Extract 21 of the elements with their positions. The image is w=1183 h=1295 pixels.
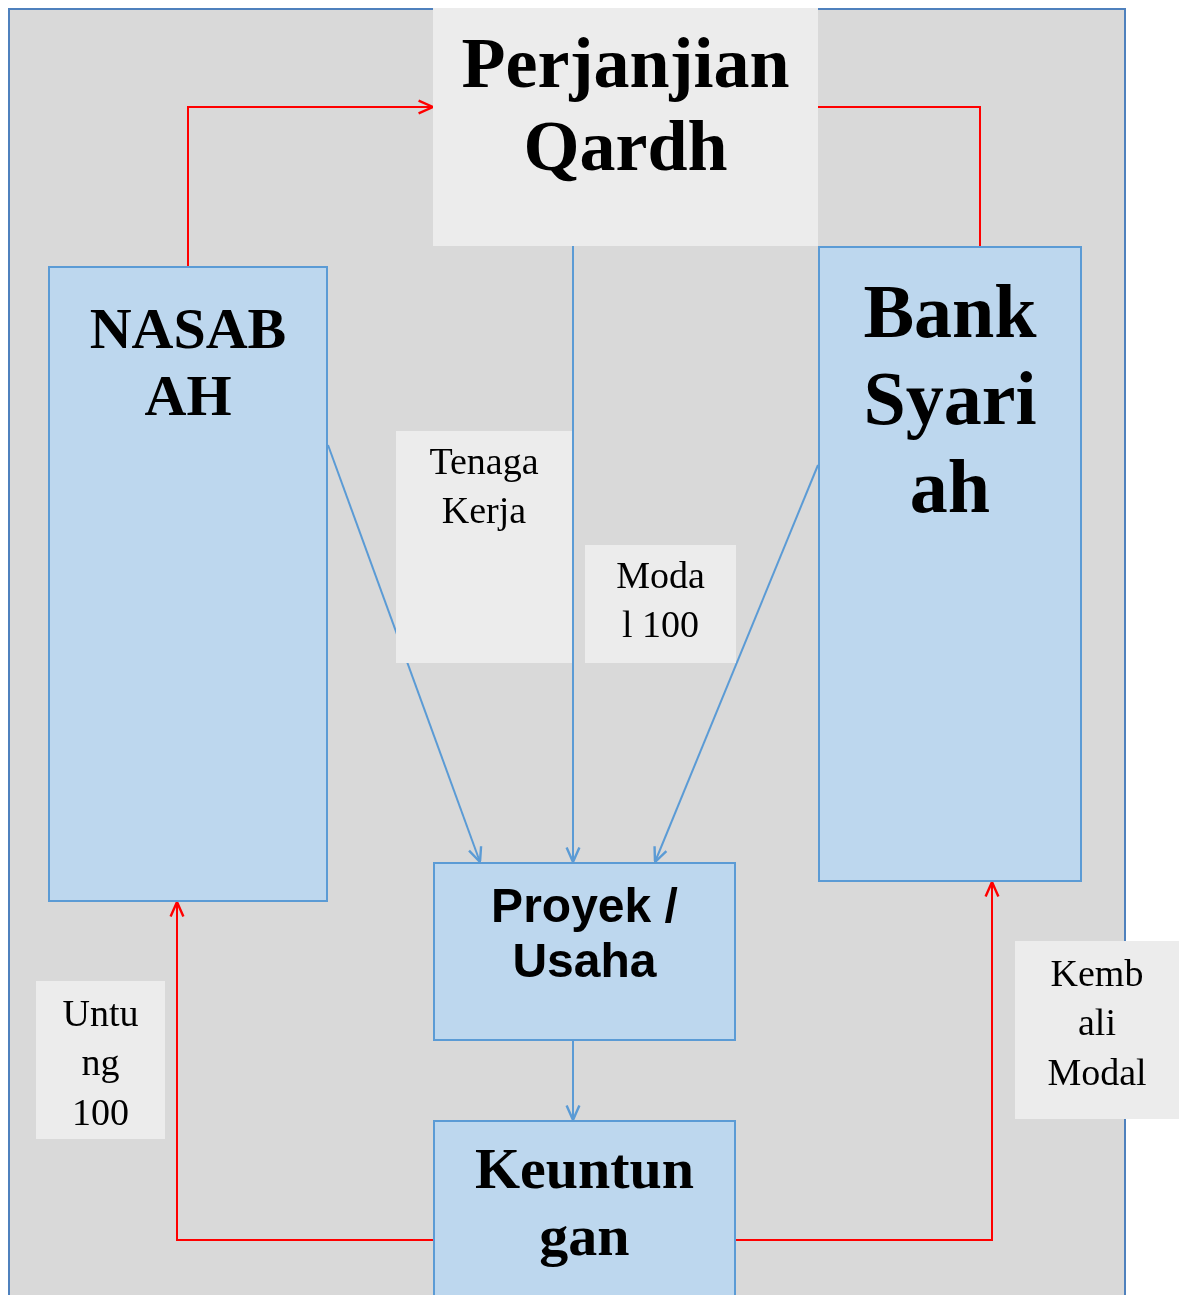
box-title: Keuntun gan — [473, 1136, 696, 1270]
arrow — [187, 99, 435, 267]
box-title: Bank Syari ah — [862, 268, 1038, 530]
box-title: Proyek / Usaha — [490, 878, 679, 989]
box-title: Perjanjian Qardh — [460, 22, 791, 188]
edge-label: Kemb ali Modal — [1015, 941, 1179, 1119]
arrow — [565, 245, 581, 864]
connector-line — [817, 106, 981, 247]
arrow — [565, 1040, 581, 1122]
edge-label: Tenaga Kerja — [396, 431, 572, 663]
edge-label: Moda l 100 — [585, 545, 736, 663]
profit-box — [433, 1120, 736, 1295]
arrow — [653, 464, 819, 864]
edge-label: Untu ng 100 — [36, 981, 165, 1139]
box-title: NASAB AH — [88, 296, 288, 430]
bank-box — [818, 246, 1082, 882]
arrow — [735, 880, 1000, 1241]
customer-box — [48, 266, 328, 902]
project-box — [433, 862, 736, 1041]
agreement-box — [433, 8, 818, 246]
arrow — [169, 900, 434, 1241]
